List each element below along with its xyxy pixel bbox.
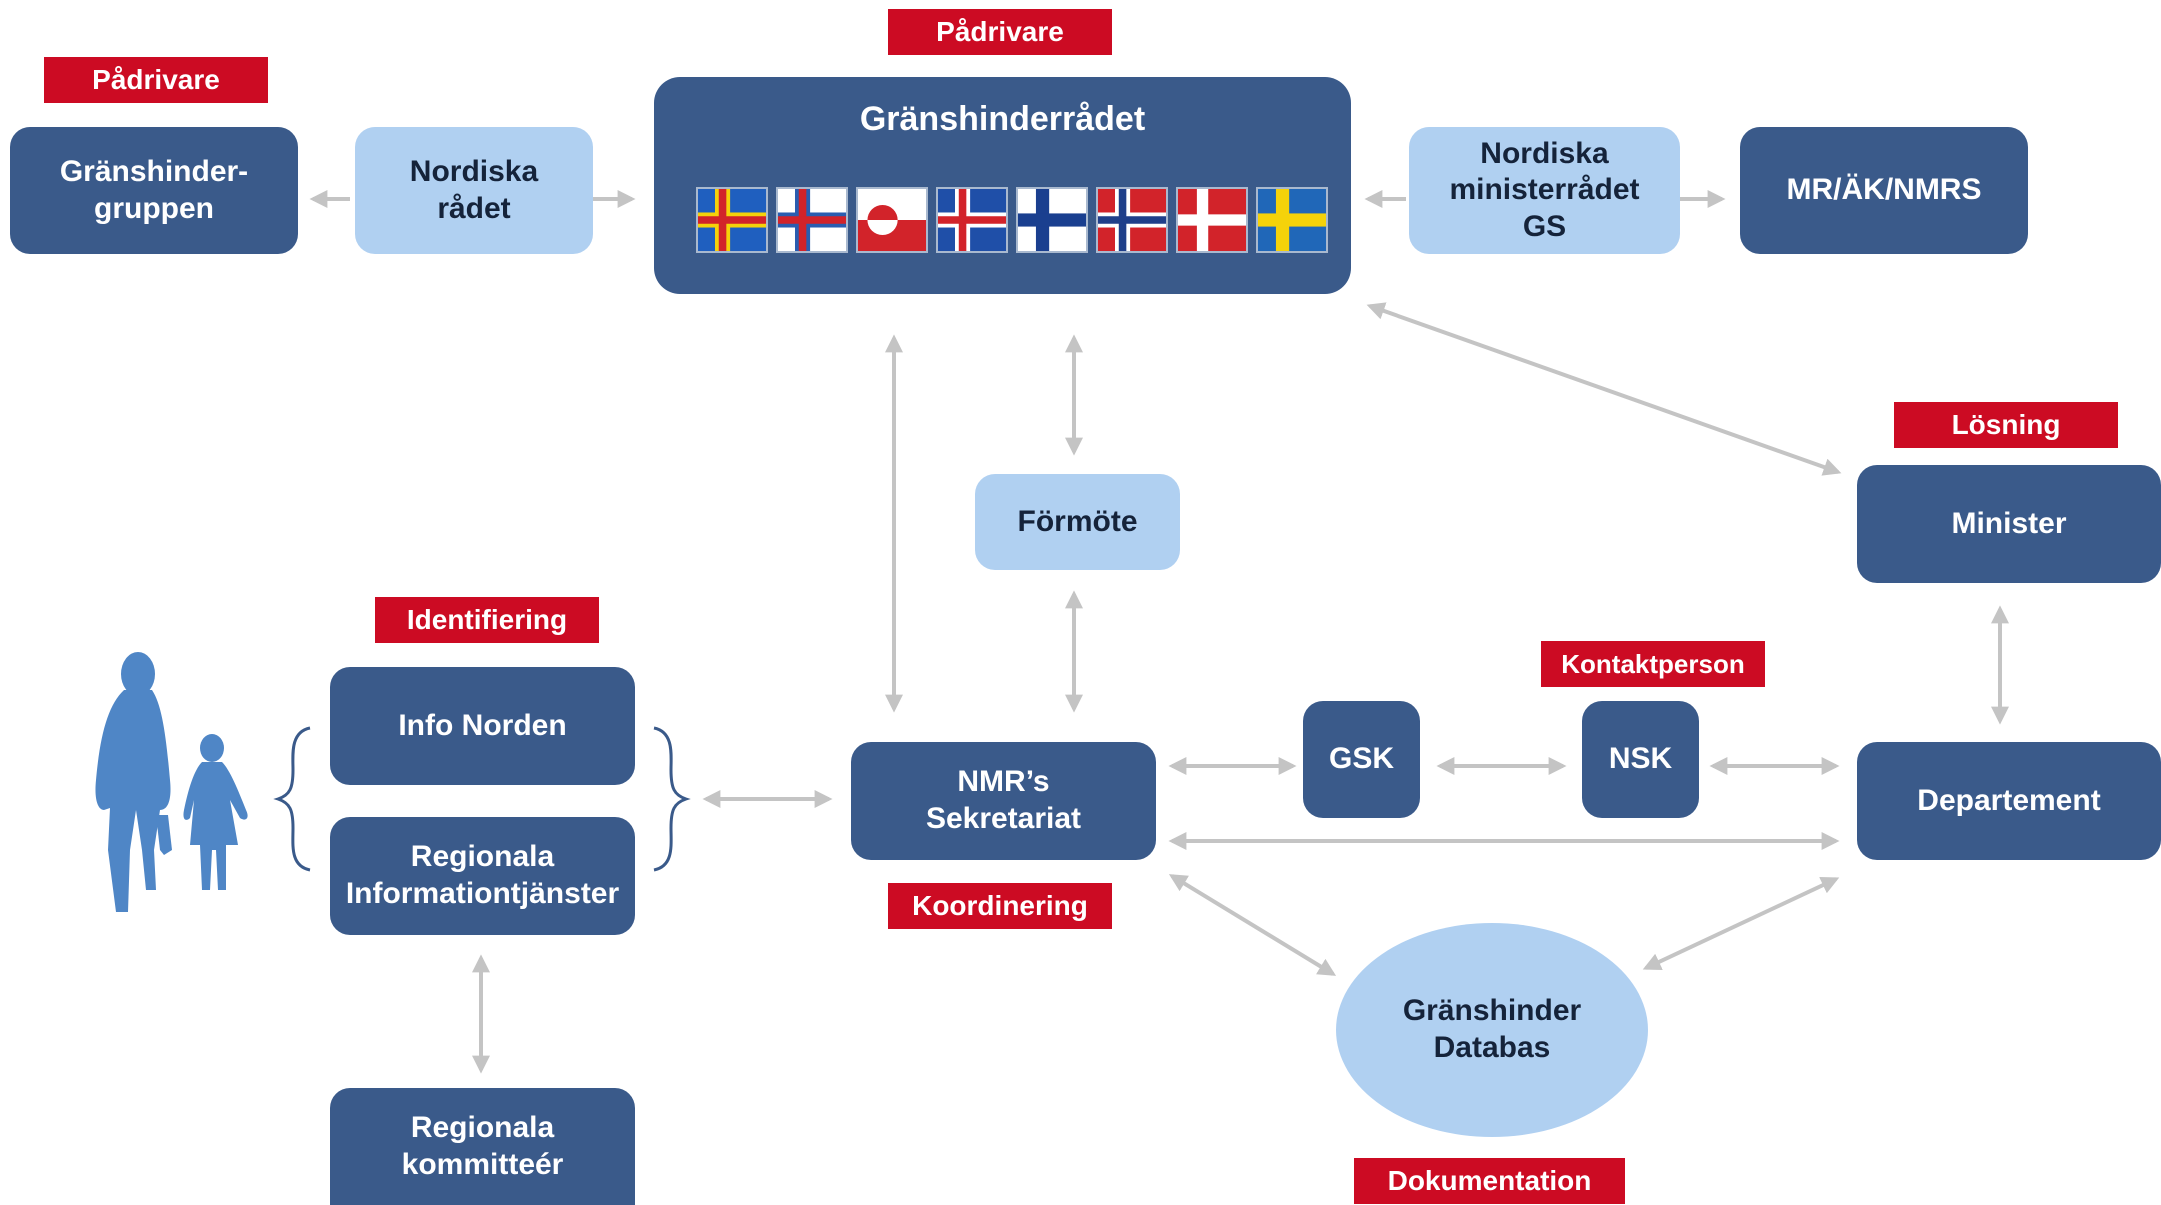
node-departement: Departement (1857, 742, 2161, 860)
tag-padrivare-top: Pådrivare (888, 9, 1112, 55)
arrow-granshinderradet-minister (1366, 302, 1842, 476)
node-formote: Förmöte (975, 474, 1180, 570)
finland-flag-icon (1016, 187, 1088, 253)
denmark-flag-icon (1176, 187, 1248, 253)
node-nsk: NSK (1582, 701, 1699, 818)
node-gsk: GSK (1303, 701, 1420, 818)
node-granshinderradet (654, 77, 1351, 294)
node-minister: Minister (1857, 465, 2161, 583)
arrow-departement-databas (1642, 876, 1840, 971)
node-nordiska-ministerradet-gs: Nordiska ministerrådet GS (1409, 127, 1680, 254)
node-info-norden: Info Norden (330, 667, 635, 785)
node-granshindergruppen: Gränshinder- gruppen (10, 127, 298, 254)
node-regionala-kommitteer: Regionala kommitteér (330, 1088, 635, 1205)
nordic-flags-row (696, 187, 1328, 253)
node-granshinder-databas: Gränshinder Databas (1336, 923, 1648, 1137)
right-brace (653, 726, 691, 872)
node-regionala-informationtjanster: Regionala Informationtjänster (330, 817, 635, 935)
node-nmr-sekretariat: NMR’s Sekretariat (851, 742, 1156, 860)
arrow-nmr-databas (1168, 874, 1337, 976)
iceland-flag-icon (936, 187, 1008, 253)
tag-dokumentation: Dokumentation (1354, 1158, 1625, 1204)
node-nordiska-radet: Nordiska rådet (355, 127, 593, 254)
aland-flag-icon (696, 187, 768, 253)
woman-and-child-silhouette-icon (95, 652, 248, 912)
tag-kontaktperson: Kontaktperson (1541, 641, 1765, 687)
granshinderradet-title: Gränshinderrådet (859, 100, 1146, 138)
tag-identifiering: Identifiering (375, 597, 599, 643)
tag-losning: Lösning (1894, 402, 2118, 448)
node-mr-ak-nmrs: MR/ÄK/NMRS (1740, 127, 2028, 254)
faroe-flag-icon (776, 187, 848, 253)
sweden-flag-icon (1256, 187, 1328, 253)
left-brace (273, 726, 311, 872)
tag-koordinering: Koordinering (888, 883, 1112, 929)
tag-padrivare-left: Pådrivare (44, 57, 268, 103)
norway-flag-icon (1096, 187, 1168, 253)
greenland-flag-icon (856, 187, 928, 253)
